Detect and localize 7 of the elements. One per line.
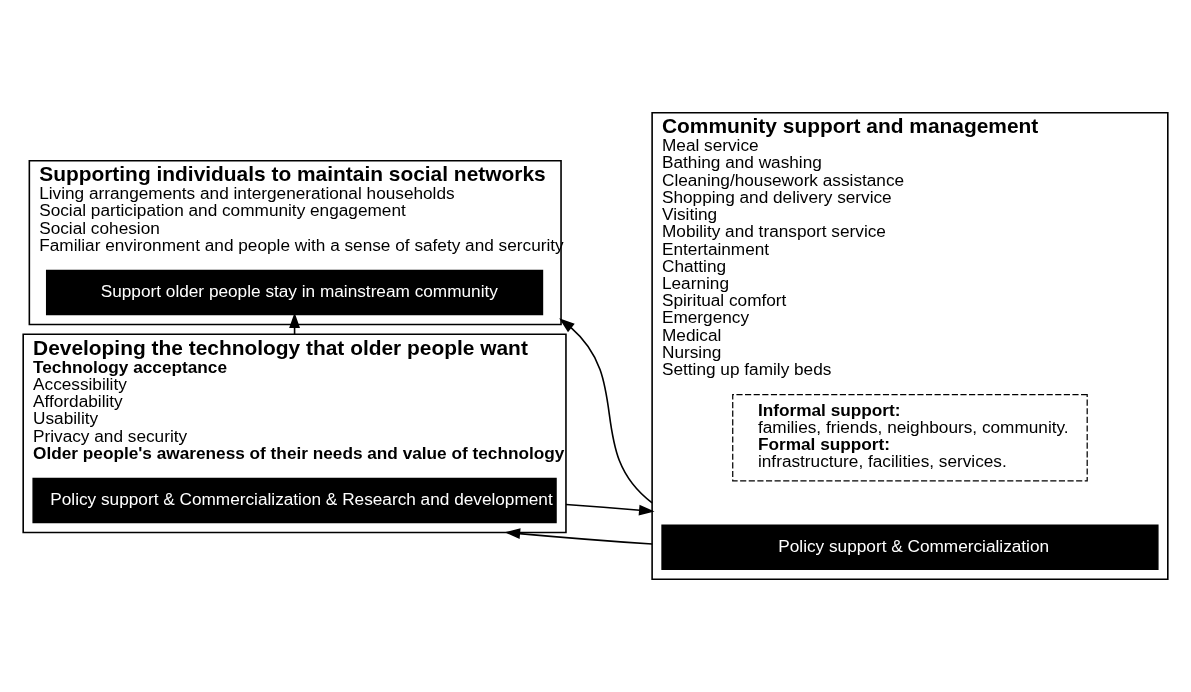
arrow [559,318,653,504]
node-box: Policy support & Commercialization & Research and development [32,477,557,524]
arrow [504,528,653,545]
node-box: Informal support: families, friends, neighbours, community. Formal support: infrastructure, facilities, services. [732,394,1088,482]
arrow [565,503,655,516]
node-box: Policy support & Commercialization [661,524,1159,570]
node-box: Support older people stay in mainstream community [45,269,544,316]
